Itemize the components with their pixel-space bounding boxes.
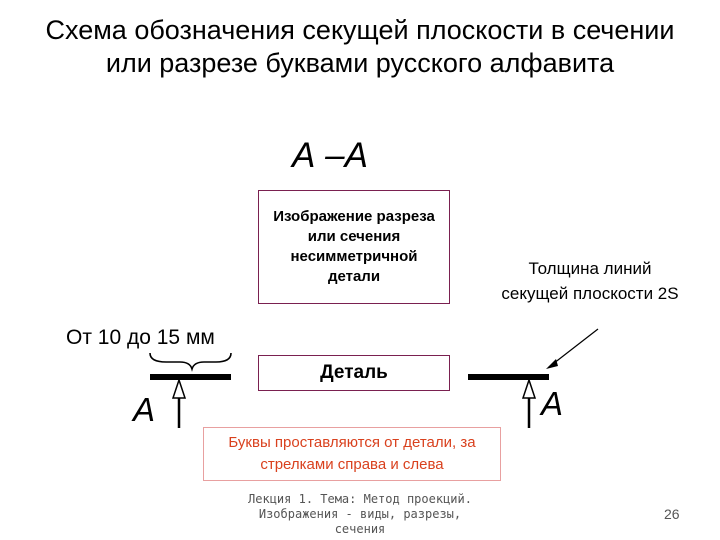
letters-note-box: Буквы проставляются от детали, за стрелк… [203,427,501,481]
section-letter-left: А [133,391,156,428]
thickness-leader-line [548,328,599,368]
slide-title: Схема обозначения секущей плоскости в се… [45,15,675,78]
dimension-brace [149,352,232,372]
page-number: 26 [664,506,680,522]
footer-text: Лекция 1. Тема: Метод проекций. Изображе… [248,492,472,536]
section-image-text: Изображение разреза или сечения несиммет… [273,208,435,285]
letters-note-text: Буквы проставляются от детали, за стрелк… [228,434,476,473]
section-image-box: Изображение разреза или сечения несиммет… [258,190,450,304]
detail-box: Деталь [258,355,450,391]
line-thickness-note: Толщина линий секущей плоскости 2S [501,259,679,303]
detail-label: Деталь [320,362,388,383]
arrow-right-head [521,377,537,399]
section-letter-right: А [541,385,564,422]
section-label: А –А [292,136,368,175]
arrow-left-head [171,377,187,399]
dimension-label: От 10 до 15 мм [66,326,215,349]
thickness-leader-arrowhead [546,359,558,369]
